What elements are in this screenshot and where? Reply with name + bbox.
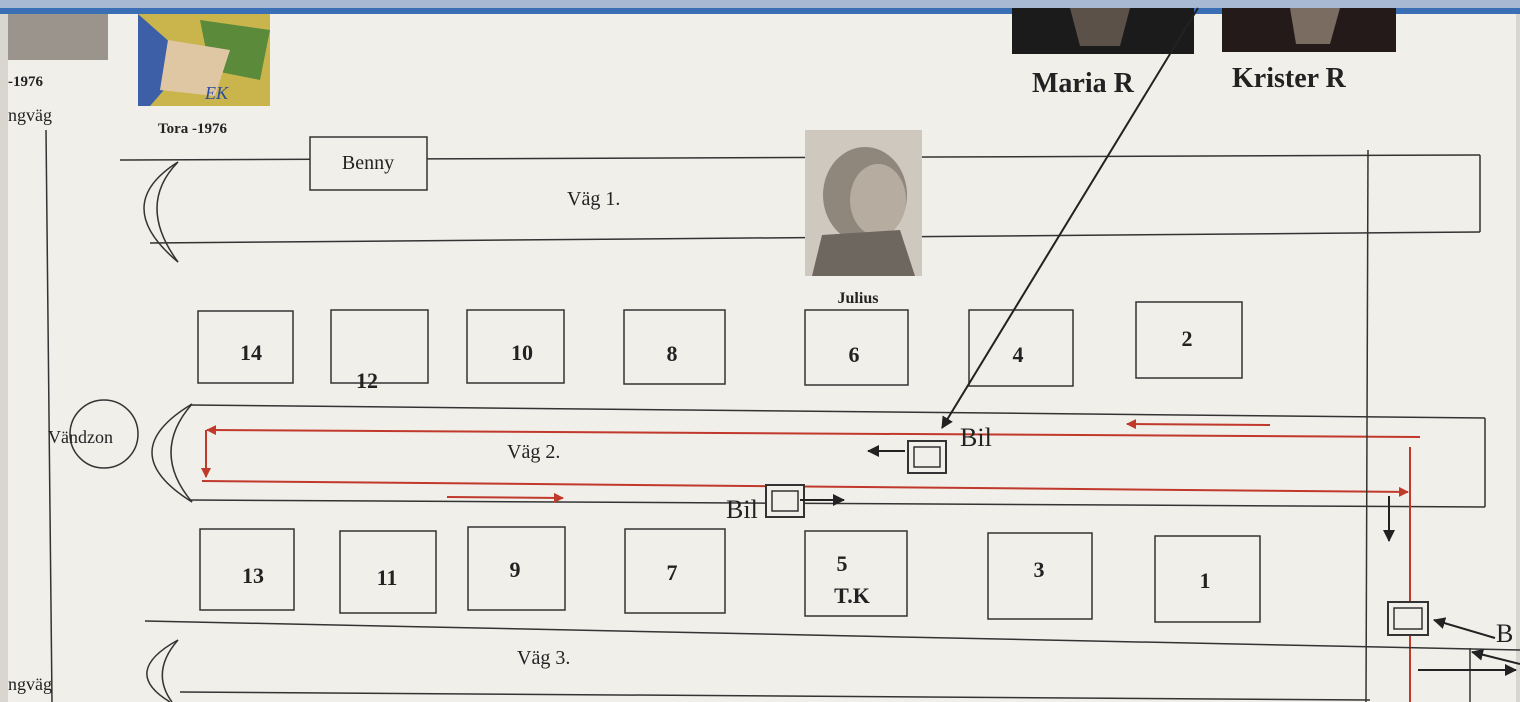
plot-13: 13: [199, 528, 295, 611]
plot-5-number: 5: [837, 551, 848, 576]
plot-6-number: 6: [849, 342, 860, 367]
road-2-label: Väg 2.: [507, 441, 560, 463]
portrait-tora-scribble: EK: [204, 83, 229, 103]
plot-13-number: 13: [242, 563, 264, 588]
portrait-krister-caption: Krister R: [1232, 63, 1347, 94]
route-lower-arrow: [446, 492, 564, 503]
right-road-line-left: [1365, 149, 1369, 702]
car-upper-label: Bil: [960, 423, 992, 452]
portrait-top-left-caption: -1976: [8, 74, 43, 90]
portrait-maria-caption: Maria R: [1032, 68, 1135, 99]
paper-sheet: [8, 8, 1516, 702]
plot-8-number: 8: [667, 341, 678, 366]
benny-label: Benny: [342, 152, 394, 174]
car-right-arrow: [1433, 617, 1496, 639]
benny-box: [309, 136, 428, 191]
plot-11-number: 11: [377, 565, 398, 590]
road-1-label: Väg 1.: [567, 188, 620, 210]
right-arrow-lower-1: [1471, 648, 1520, 665]
plot-5: 5 T.K: [804, 530, 908, 617]
plot-14: 14: [197, 310, 294, 384]
plot-2-number: 2: [1182, 326, 1193, 351]
portrait-julius: [805, 130, 922, 276]
car-lower: [765, 484, 805, 518]
side-label-bottom: ngväg: [8, 674, 52, 694]
side-label-top: ngväg: [8, 105, 52, 125]
portrait-tora-caption: Tora -1976: [158, 121, 228, 137]
plot-2: 2: [1135, 301, 1243, 379]
road-3-label: Väg 3.: [517, 647, 570, 669]
plot-8: 8: [623, 309, 726, 385]
portrait-top-left: [8, 14, 108, 60]
portrait-krister: [1222, 8, 1396, 52]
plot-10-number: 10: [511, 340, 533, 365]
car-upper: [907, 440, 947, 474]
plot-5-extra: T.K: [834, 583, 870, 608]
car-lower-label: Bil: [726, 495, 758, 524]
plot-12-number: 12: [356, 368, 378, 393]
plot-1: 1: [1154, 535, 1261, 623]
turnaround-label: Vändzon: [48, 427, 113, 447]
left-boundary-line: [45, 129, 53, 702]
plot-3-number: 3: [1034, 557, 1045, 582]
plot-11: 11: [339, 530, 437, 614]
pointer-arrow: [941, 7, 1199, 429]
portrait-julius-caption: Julius: [838, 290, 879, 307]
plot-3: 3: [987, 532, 1093, 620]
plot-6: 6: [804, 309, 909, 386]
route-top-line: [206, 425, 1421, 438]
plot-4-number: 4: [1013, 342, 1024, 367]
car-right-label: B: [1496, 619, 1513, 648]
plot-7-number: 7: [667, 560, 678, 585]
car-right: [1387, 601, 1429, 636]
plot-9: 9: [467, 526, 566, 611]
plot-1-number: 1: [1200, 568, 1211, 593]
route-upper-arrow: [1126, 419, 1271, 430]
plot-7: 7: [624, 528, 726, 614]
plot-4: 4: [968, 309, 1074, 387]
plot-9-number: 9: [510, 557, 521, 582]
plot-12: 12: [330, 309, 429, 393]
portrait-tora: EK: [138, 14, 270, 106]
portrait-maria: [1012, 8, 1194, 54]
plot-10: 10: [466, 309, 565, 384]
plot-14-number: 14: [240, 340, 262, 365]
turnaround-circle: [69, 399, 139, 469]
road-3: [144, 620, 1520, 702]
